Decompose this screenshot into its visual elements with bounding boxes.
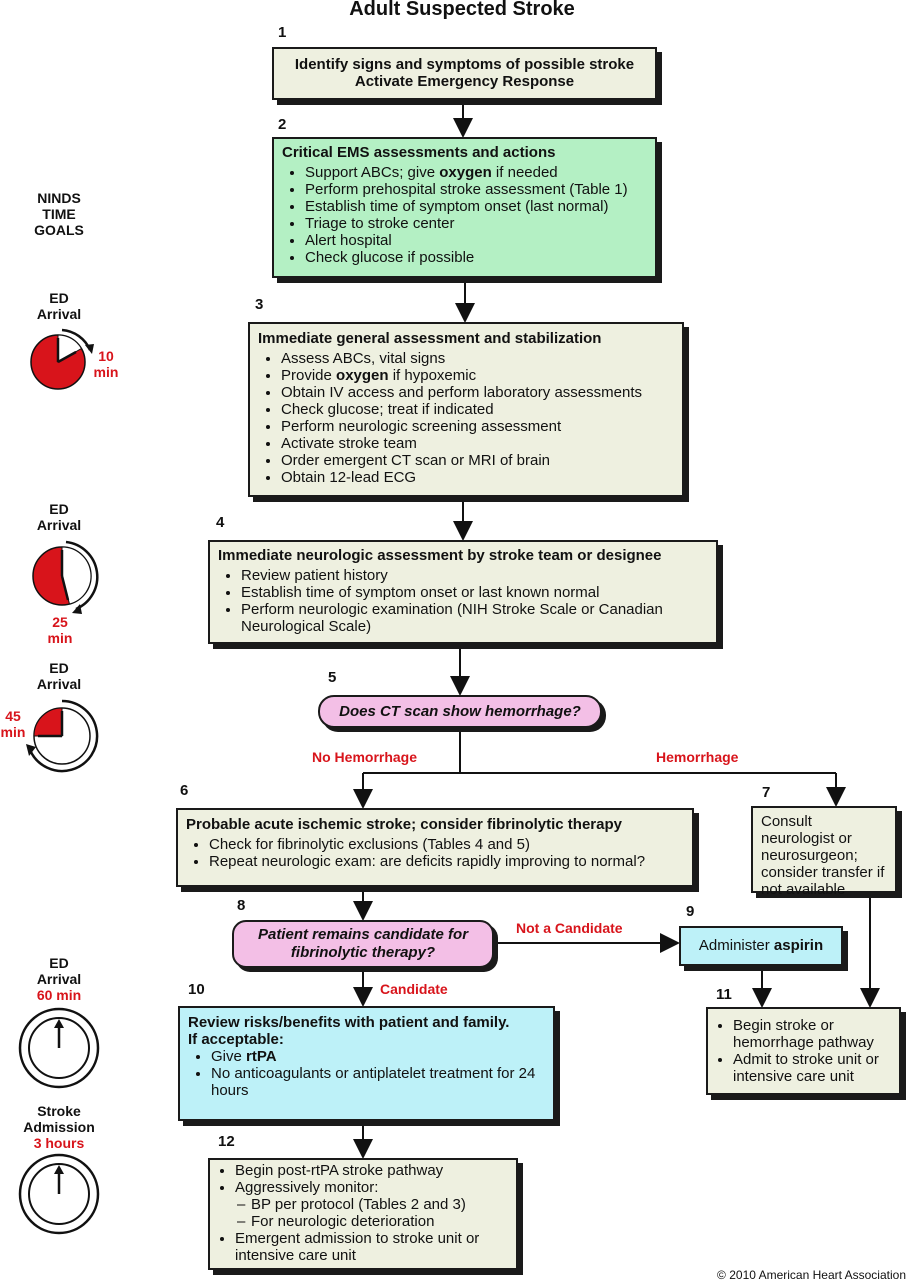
step-number-2: 2 bbox=[278, 116, 287, 133]
step-2-heading: Critical EMS assessments and actions bbox=[282, 144, 556, 161]
step-11-item: Begin stroke or hemorrhage pathway bbox=[733, 1017, 893, 1051]
step-6-heading: Probable acute ischemic stroke; consider… bbox=[186, 816, 622, 833]
step-6-item: Repeat neurologic exam: are deficits rap… bbox=[209, 853, 684, 870]
step-2-item: Establish time of symptom onset (last no… bbox=[305, 198, 647, 215]
step-10-heading-2: If acceptable: bbox=[188, 1031, 284, 1048]
step-9-drug: aspirin bbox=[773, 937, 824, 954]
step-6-box: Probable acute ischemic stroke; consider… bbox=[176, 808, 694, 887]
step-number-4: 4 bbox=[216, 514, 225, 531]
clock-1-icon bbox=[30, 328, 94, 390]
step-3-item: Activate stroke team bbox=[281, 435, 674, 452]
branch-hemorrhage: Hemorrhage bbox=[656, 749, 739, 765]
step-12-subitem: For neurologic deterioration bbox=[237, 1213, 510, 1230]
step-3-item: Provide oxygen if hypoxemic bbox=[281, 367, 674, 384]
step-5-decision: Does CT scan show hemorrhage? bbox=[318, 695, 602, 728]
clock-3-icon bbox=[26, 699, 99, 773]
step-3-item: Check glucose; treat if indicated bbox=[281, 401, 674, 418]
step-7-box: Consult neurologist or neurosurgeon; con… bbox=[751, 806, 897, 898]
step-number-9: 9 bbox=[686, 903, 695, 920]
step-2-item: Support ABCs; give oxygen if needed bbox=[305, 164, 647, 181]
step-3-item: Perform neurologic screening assessment bbox=[281, 418, 674, 435]
step-7-text: Consult neurologist or neurosurgeon; con… bbox=[761, 813, 885, 898]
step-4-box: Immediate neurologic assessment by strok… bbox=[208, 540, 718, 644]
step-3-box: Immediate general assessment and stabili… bbox=[248, 322, 684, 497]
step-1-line-2: Activate Emergency Response bbox=[354, 73, 575, 90]
step-10-item: Give rtPA bbox=[211, 1048, 545, 1065]
branch-candidate: Candidate bbox=[380, 981, 448, 997]
step-number-5: 5 bbox=[328, 669, 337, 686]
step-2-item: Check glucose if possible bbox=[305, 249, 647, 266]
branch-no-hemorrhage: No Hemorrhage bbox=[312, 749, 418, 765]
step-3-item: Obtain 12-lead ECG bbox=[281, 469, 674, 486]
step-number-8: 8 bbox=[237, 897, 246, 914]
step-4-heading: Immediate neurologic assessment by strok… bbox=[218, 547, 662, 564]
step-3-item: Obtain IV access and perform laboratory … bbox=[281, 384, 674, 401]
step-2-box: Critical EMS assessments and actions Sup… bbox=[272, 137, 657, 278]
step-12-item: Aggressively monitor: bbox=[235, 1179, 510, 1196]
step-1-box: Identify signs and symptoms of possible … bbox=[272, 47, 657, 100]
step-1-line-1: Identify signs and symptoms of possible … bbox=[294, 56, 635, 73]
step-8-question-line-2: fibrinolytic therapy? bbox=[290, 944, 436, 961]
step-3-item: Assess ABCs, vital signs bbox=[281, 350, 674, 367]
page-title: Adult Suspected Stroke bbox=[349, 0, 575, 20]
step-2-item: Triage to stroke center bbox=[305, 215, 647, 232]
step-2-item: Perform prehospital stroke assessment (T… bbox=[305, 181, 647, 198]
copyright-notice: © 2010 American Heart Association bbox=[717, 1268, 906, 1282]
step-9-text: Administer bbox=[698, 937, 774, 954]
step-10-item: No anticoagulants or antiplatelet treatm… bbox=[211, 1065, 545, 1099]
step-12-subitem: BP per protocol (Tables 2 and 3) bbox=[237, 1196, 510, 1213]
step-6-item: Check for fibrinolytic exclusions (Table… bbox=[209, 836, 684, 853]
step-12-item: Begin post-rtPA stroke pathway bbox=[235, 1162, 510, 1179]
clock-2-icon bbox=[32, 540, 99, 614]
clock-4-icon bbox=[18, 1007, 100, 1089]
step-4-item: Establish time of symptom onset or last … bbox=[241, 584, 708, 601]
step-2-item: Alert hospital bbox=[305, 232, 647, 249]
step-12-box: Begin post-rtPA stroke pathway Aggressiv… bbox=[208, 1158, 518, 1270]
step-number-12: 12 bbox=[218, 1133, 235, 1150]
step-number-3: 3 bbox=[255, 296, 264, 313]
step-3-heading: Immediate general assessment and stabili… bbox=[258, 330, 602, 347]
step-11-item: Admit to stroke unit or intensive care u… bbox=[733, 1051, 893, 1085]
step-3-item: Order emergent CT scan or MRI of brain bbox=[281, 452, 674, 469]
step-number-6: 6 bbox=[180, 782, 189, 799]
step-number-7: 7 bbox=[762, 784, 771, 801]
step-9-box: Administer aspirin bbox=[679, 926, 843, 966]
step-8-question-line-1: Patient remains candidate for bbox=[257, 926, 469, 943]
step-4-item: Perform neurologic examination (NIH Stro… bbox=[241, 601, 708, 635]
step-number-11: 11 bbox=[716, 986, 732, 1003]
step-12-item: Emergent admission to stroke unit or int… bbox=[235, 1230, 510, 1264]
step-number-10: 10 bbox=[188, 981, 205, 998]
step-8-decision: Patient remains candidate for fibrinolyt… bbox=[232, 920, 494, 968]
step-10-heading-1: Review risks/benefits with patient and f… bbox=[188, 1014, 510, 1031]
clock-5-icon bbox=[18, 1153, 100, 1235]
step-11-box: Begin stroke or hemorrhage pathway Admit… bbox=[706, 1007, 901, 1095]
step-5-question: Does CT scan show hemorrhage? bbox=[339, 703, 581, 720]
branch-not-candidate: Not a Candidate bbox=[516, 920, 623, 936]
step-4-item: Review patient history bbox=[241, 567, 708, 584]
step-10-box: Review risks/benefits with patient and f… bbox=[178, 1006, 555, 1121]
step-number-1: 1 bbox=[278, 24, 287, 41]
